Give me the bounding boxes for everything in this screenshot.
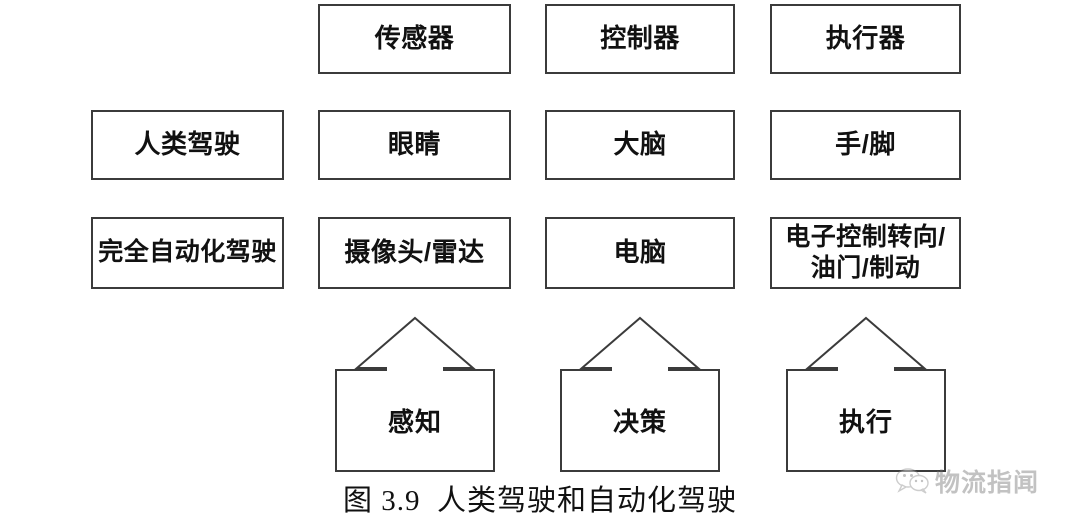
stage-arrow-execution: 执行 [784, 314, 948, 474]
cell-auto-controller: 电脑 [545, 217, 735, 289]
wechat-icon [895, 468, 929, 494]
stage-label-execution: 执行 [838, 407, 893, 437]
column-header-sensor: 传感器 [318, 4, 511, 74]
column-header-controller: 控制器 [545, 4, 735, 74]
column-header-actuator: 执行器 [770, 4, 961, 74]
stage-arrow-decision: 决策 [558, 314, 722, 474]
stage-arrow-perception: 感知 [333, 314, 497, 474]
stage-label-decision: 决策 [612, 407, 667, 437]
cell-auto-sensor: 摄像头/雷达 [318, 217, 511, 289]
figure-caption: 图 3.9 人类驾驶和自动化驾驶 [342, 485, 737, 517]
stage-label-perception: 感知 [387, 407, 442, 437]
up-arrow-icon [560, 316, 720, 472]
cell-human-controller: 大脑 [545, 110, 735, 180]
row-label-human-driving: 人类驾驶 [91, 110, 284, 180]
up-arrow-icon [335, 316, 495, 472]
cell-human-actuator: 手/脚 [770, 110, 961, 180]
cell-auto-actuator: 电子控制转向/油门/制动 [770, 217, 961, 289]
watermark-text: 物流指闻 [935, 469, 1040, 497]
watermark: 物流指闻 [895, 463, 1039, 499]
up-arrow-icon [786, 316, 946, 472]
cell-human-sensor: 眼睛 [318, 110, 511, 180]
row-label-automated-driving: 完全自动化驾驶 [91, 217, 284, 289]
